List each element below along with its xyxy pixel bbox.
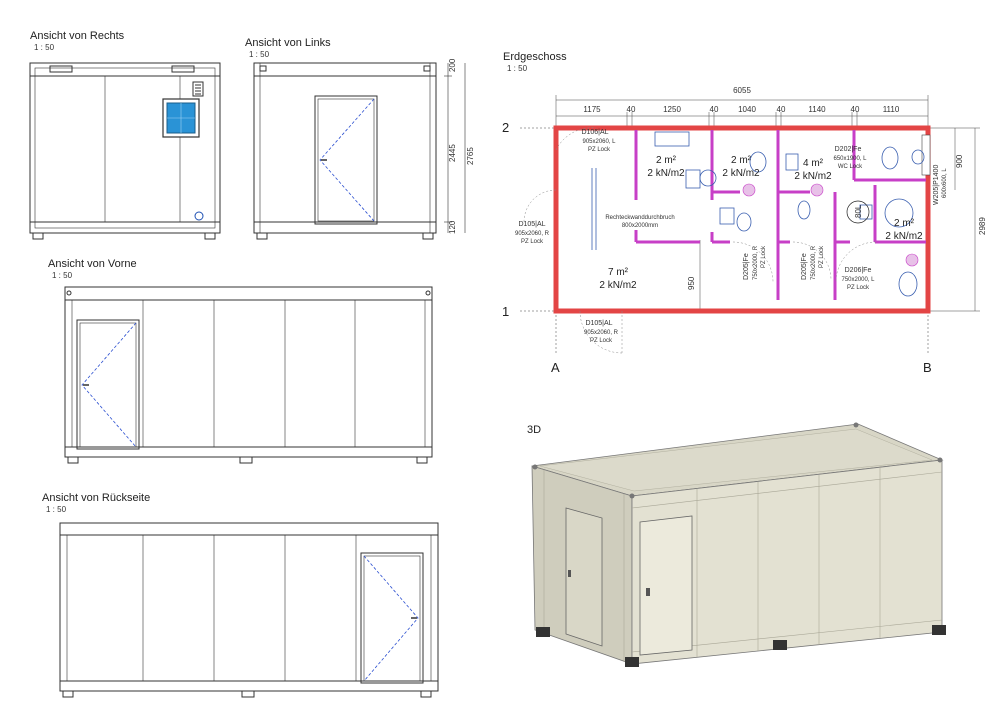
d205b-lock: PZ Lock bbox=[819, 245, 825, 268]
d202-size: 650x1900, L bbox=[833, 156, 867, 162]
room-area-3: 2 m² bbox=[731, 155, 752, 166]
d206-size: 750x2000, L bbox=[841, 277, 875, 283]
left-view-scale: 1 : 50 bbox=[249, 50, 270, 59]
room-area-2: 2 m² bbox=[656, 155, 677, 166]
floor-right-dim: 900 bbox=[955, 154, 964, 168]
room-area-1: 7 m² bbox=[608, 267, 629, 278]
d205a-lock: PZ Lock bbox=[761, 245, 767, 268]
d105-left-size: 905x2060, R bbox=[515, 231, 550, 237]
wall-cut-size: 800x2000mm bbox=[622, 223, 658, 229]
left-dim-bottom: 120 bbox=[448, 220, 457, 234]
floor-seg-1: 1175 bbox=[583, 105, 601, 114]
front-view bbox=[64, 286, 433, 464]
room-load-5: 2 kN/m2 bbox=[885, 231, 923, 242]
boiler-label: 80L bbox=[854, 204, 863, 218]
floor-seg-4: 40 bbox=[710, 105, 719, 114]
left-dim-top: 200 bbox=[448, 58, 457, 72]
left-dim-total: 2765 bbox=[466, 147, 475, 165]
door-left-view bbox=[314, 95, 378, 225]
door-front-view bbox=[76, 319, 140, 450]
left-view bbox=[253, 62, 466, 240]
floor-seg-8: 40 bbox=[851, 105, 860, 114]
three-d-door-side bbox=[565, 507, 603, 647]
socket-icon bbox=[194, 211, 204, 221]
door-back-view bbox=[360, 552, 424, 684]
d105-left-name: D105|AL bbox=[518, 221, 545, 228]
front-view-scale: 1 : 50 bbox=[52, 271, 73, 280]
back-view bbox=[59, 522, 439, 698]
window-w205 bbox=[921, 134, 931, 176]
room-area-4: 4 m² bbox=[803, 158, 824, 169]
d105-bottom-lock: PZ Lock bbox=[590, 338, 613, 344]
three-d-view bbox=[531, 422, 946, 667]
floor-seg-6: 40 bbox=[777, 105, 786, 114]
d106-lock: PZ Lock bbox=[588, 147, 611, 153]
w205-name: W205|P1400 bbox=[933, 165, 940, 205]
d205a-size: 750x2000, R bbox=[753, 245, 759, 280]
floor-plan-scale: 1 : 50 bbox=[507, 64, 528, 73]
d205b-name: D205|Fe bbox=[801, 253, 808, 280]
floor-seg-2: 40 bbox=[627, 105, 636, 114]
floor-total-width: 6055 bbox=[733, 86, 751, 95]
back-view-scale: 1 : 50 bbox=[46, 505, 67, 514]
d205b-size: 750x2000, R bbox=[811, 245, 817, 280]
d205a-name: D205|Fe bbox=[743, 253, 750, 280]
d206-name: D206|Fe bbox=[845, 267, 872, 274]
room-load-4: 2 kN/m2 bbox=[794, 171, 832, 182]
right-view-title: Ansicht von Rechts bbox=[30, 30, 125, 42]
d105-bottom-size: 905x2060, R bbox=[584, 330, 619, 336]
left-view-title: Ansicht von Links bbox=[245, 37, 331, 49]
floor-seg-7: 1140 bbox=[808, 105, 826, 114]
room-area-5: 2 m² bbox=[894, 218, 915, 229]
d106-size: 905x2060, L bbox=[582, 139, 616, 145]
floor-depth-dim: 2989 bbox=[978, 217, 987, 235]
floor-plan-title: Erdgeschoss bbox=[503, 51, 567, 63]
wall-cut-name: Rechteckwanddurchbruch bbox=[605, 215, 674, 221]
floor-plan bbox=[520, 95, 980, 355]
right-view-scale: 1 : 50 bbox=[34, 43, 55, 52]
room-load-2: 2 kN/m2 bbox=[647, 168, 685, 179]
w205-size: 600x600, L bbox=[942, 168, 948, 198]
d206-lock: PZ Lock bbox=[847, 285, 870, 291]
sanitary-fixtures bbox=[591, 131, 925, 297]
back-view-title: Ansicht von Rückseite bbox=[42, 492, 151, 504]
axis-label-2: 2 bbox=[502, 120, 509, 135]
three-d-title: 3D bbox=[527, 424, 542, 436]
floor-wall-dim: 950 bbox=[687, 276, 696, 290]
boiler-icon bbox=[846, 200, 870, 224]
left-dim-middle: 2445 bbox=[448, 144, 457, 162]
floor-seg-9: 1110 bbox=[883, 105, 900, 114]
axis-label-b: B bbox=[923, 360, 932, 375]
floor-seg-5: 1040 bbox=[738, 105, 756, 114]
axis-label-a: A bbox=[551, 360, 560, 375]
d202-lock: WC Lock bbox=[838, 164, 863, 170]
vent-grille-icon bbox=[192, 81, 204, 97]
window-icon bbox=[162, 98, 200, 138]
three-d-door-front bbox=[639, 515, 693, 656]
front-view-title: Ansicht von Vorne bbox=[48, 258, 137, 270]
room-load-1: 2 kN/m2 bbox=[599, 280, 637, 291]
axis-label-1: 1 bbox=[502, 304, 509, 319]
right-view bbox=[29, 62, 221, 240]
room-load-3: 2 kN/m2 bbox=[722, 168, 760, 179]
d202-name: D202|Fe bbox=[835, 146, 862, 153]
d105-bottom-name: D105|AL bbox=[585, 320, 612, 327]
d105-left-lock: PZ Lock bbox=[521, 239, 544, 245]
d106-name: D106|AL bbox=[581, 129, 608, 136]
floor-seg-3: 1250 bbox=[663, 105, 681, 114]
